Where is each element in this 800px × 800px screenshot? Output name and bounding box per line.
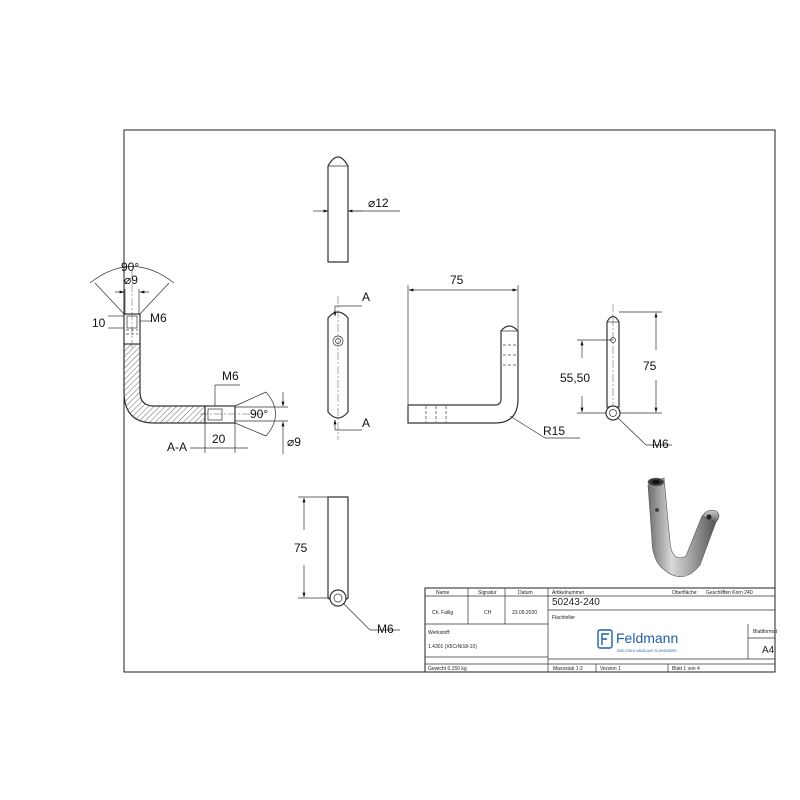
header-surface: Oberfläche: (672, 590, 698, 596)
material-value: 1.4301 (X5CrNi18-10) (428, 644, 477, 650)
material-label: Werkstoff: (428, 630, 450, 636)
header-signature: Signatur (478, 590, 497, 596)
scale: Massstab 1:2 (553, 666, 583, 672)
sheet-number: Blatt 1 von 4 (672, 666, 700, 672)
right-view: 55,50 75 M6 (560, 304, 672, 451)
logo-text: Feldmann (616, 630, 678, 646)
dim-height-right: 75 (643, 359, 657, 373)
dim-thread-right: M6 (652, 437, 669, 451)
header-date: Datum (518, 590, 533, 596)
part-description: Flachteller (552, 615, 575, 621)
dim-section-diameter-right: ⌀9 (287, 435, 301, 449)
side-view: 75 R15 (407, 273, 580, 439)
dim-height-bottom: 75 (294, 541, 308, 555)
dim-section-angle-top: 90° (121, 260, 139, 274)
weight: Gewicht 0.150 kg (428, 666, 467, 672)
dim-section-angle-right: 90° (250, 407, 268, 421)
cut-label-top: A (362, 290, 370, 304)
part-3d-render (647, 477, 720, 578)
header-name: Name (436, 590, 450, 596)
dim-width: 75 (450, 273, 464, 287)
dim-section-thread-right: M6 (222, 369, 239, 383)
drawing-date: 23.09.2020 (512, 610, 537, 616)
top-view: ⌀12 (313, 156, 400, 263)
dim-section-thread-top: M6 (150, 311, 167, 325)
section-label: A-A (167, 440, 187, 454)
dim-section-diameter-top: ⌀9 (124, 273, 138, 287)
dim-section-offset: 10 (92, 316, 106, 330)
author-signature: CH (484, 610, 492, 616)
header-article-number: Artikelnummer (552, 590, 585, 596)
logo-tagline: EDELSTAHL HANDLAUF-SCHMIEDEREI (617, 649, 677, 653)
front-view: A A (327, 290, 370, 440)
title-block: Name Signatur Datum Artikelnummer Oberfl… (424, 587, 778, 673)
dim-hole-position: 55,50 (560, 371, 590, 385)
version: Version 1 (600, 666, 621, 672)
author-name: Ch. Fallig (432, 610, 453, 616)
bottom-view: 75 M6 (294, 496, 400, 636)
dim-top-diameter: ⌀12 (368, 196, 389, 210)
dim-thread-bottom: M6 (377, 622, 394, 636)
sheet-format: A4 (762, 645, 775, 656)
header-sheet-format: Blattformat (753, 629, 778, 635)
feldmann-logo: Feldmann EDELSTAHL HANDLAUF-SCHMIEDEREI (597, 629, 678, 653)
dim-section-length: 20 (212, 432, 226, 446)
cut-label-bottom: A (362, 416, 370, 430)
surface-value: Geschliffen Korn 240 (706, 590, 753, 596)
dim-radius: R15 (543, 424, 565, 438)
section-a-a: 90° ⌀9 10 M6 M6 90° 20 ⌀9 A-A (89, 260, 301, 454)
article-number: 50243-240 (552, 597, 600, 608)
